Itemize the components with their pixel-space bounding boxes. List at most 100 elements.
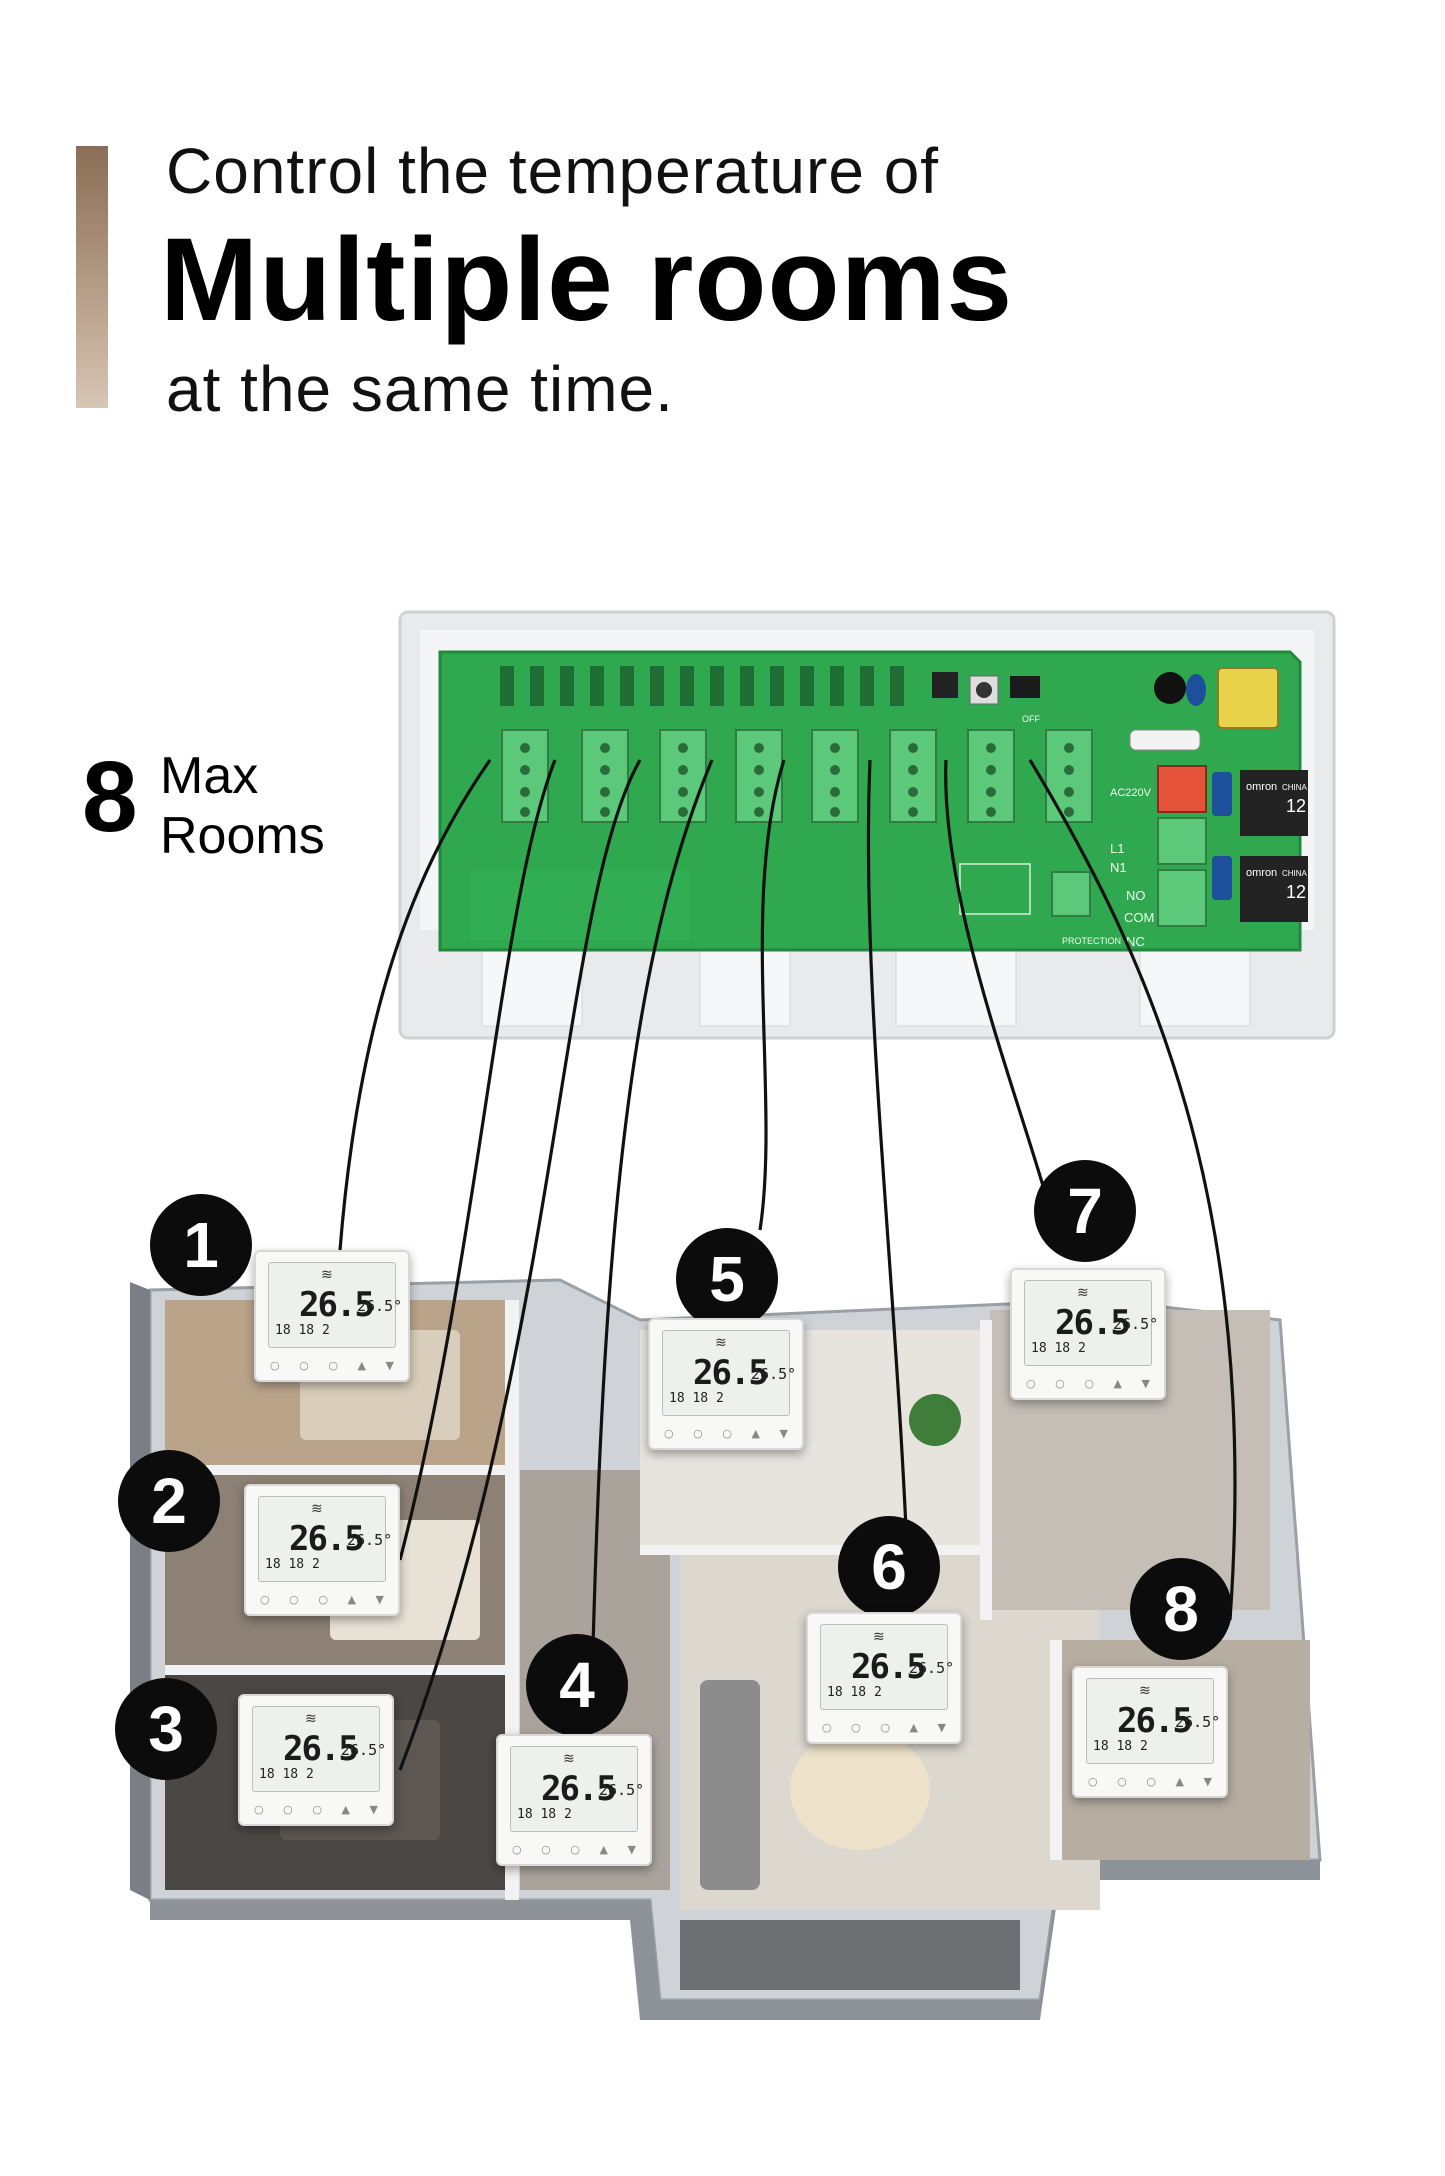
svg-text:12: 12 [1286,796,1306,816]
room-4-badge: 4 [526,1634,628,1736]
thermostat-room-5: ≋ 26.5 26.5° 18 18 2 ○○○▲▼ [648,1318,804,1450]
thermostat-screen: ≋ 26.5 26.5° 18 18 2 [258,1496,392,1582]
thermostat-screen: ≋ 26.5 26.5° 18 18 2 [268,1262,402,1348]
heat-waves-icon: ≋ [311,1501,323,1517]
max-rooms-number: 8 [82,741,138,853]
thermostat-buttons: ○○○▲▼ [822,1721,946,1734]
current-temp: 26.5 [1055,1303,1131,1343]
down-icon: ▼ [937,1721,946,1734]
power-icon: ○ [1026,1377,1036,1390]
sub-display: 18 18 2 [259,1767,314,1782]
clock-icon: ○ [722,1427,732,1440]
mode-icon: ○ [1055,1377,1065,1390]
headline-line-2: Multiple rooms [160,214,1014,346]
mode-icon: ○ [851,1721,861,1734]
svg-text:12: 12 [1286,882,1306,902]
accent-bar [76,146,108,408]
up-icon: ▲ [1175,1775,1184,1788]
thermostat-buttons: ○○○▲▼ [254,1803,378,1816]
svg-text:PROTECTION: PROTECTION [1062,936,1121,946]
room-3-badge: 3 [115,1678,217,1780]
clock-icon: ○ [1084,1377,1094,1390]
thermostat-room-2: ≋ 26.5 26.5° 18 18 2 ○○○▲▼ [244,1484,400,1616]
thermostat-screen: ≋ 26.5 26.5° 18 18 2 [820,1624,954,1710]
power-icon: ○ [822,1721,832,1734]
clock-icon: ○ [328,1359,338,1372]
down-icon: ▼ [1203,1775,1212,1788]
set-temp: 26.5° [357,1297,403,1315]
svg-text:COM: COM [1124,910,1154,925]
thermostat-room-4: ≋ 26.5 26.5° 18 18 2 ○○○▲▼ [496,1734,652,1866]
thermostat-buttons: ○ ○ ○ ▲ ▼ [1088,1775,1212,1788]
thermostat-room-6: ≋ 26.5 26.5° 18 18 2 ○○○▲▼ [806,1612,962,1744]
down-icon: ▼ [1141,1377,1150,1390]
thermostat-screen: ≋ 26.5 26.5° 18 18 2 [1086,1678,1220,1764]
current-temp: 26.5 [693,1353,769,1393]
thermostat-room-3: ≋ 26.5 26.5° 18 18 2 ○○○▲▼ [238,1694,394,1826]
svg-text:CHINA: CHINA [1282,783,1308,792]
up-icon: ▲ [341,1803,350,1816]
svg-text:omron: omron [1246,867,1277,879]
heat-waves-icon: ≋ [563,1751,575,1767]
thermostat-buttons: ○ ○ ○ ▲ ▼ [270,1359,394,1372]
power-icon: ○ [664,1427,674,1440]
headline-line-1: Control the temperature of [166,135,940,207]
clock-icon: ○ [318,1593,328,1606]
room-1-badge: 1 [150,1194,252,1296]
sub-display: 18 18 2 [265,1557,320,1572]
up-icon: ▲ [347,1593,356,1606]
svg-text:CHINA: CHINA [1282,869,1308,878]
power-icon: ○ [1088,1775,1098,1788]
mode-icon: ○ [299,1359,309,1372]
up-icon: ▲ [599,1843,608,1856]
heat-waves-icon: ≋ [873,1629,885,1645]
wires [338,759,1237,1771]
thermostat-room-1: ≋ 26.5 26.5° 18 18 2 ○ ○ ○ ▲ ▼ [254,1250,410,1382]
room-6-badge: 6 [838,1516,940,1618]
thermostat-screen: ≋ 26.5 26.5° 18 18 2 [252,1706,386,1792]
thermostat-screen: ≋ 26.5 26.5° 18 18 2 [662,1330,796,1416]
mode-icon: ○ [1117,1775,1127,1788]
svg-text:N1: N1 [1110,860,1127,875]
room-7-badge: 7 [1034,1160,1136,1262]
down-icon: ▼ [385,1359,394,1372]
thermostat-room-8: ≋ 26.5 26.5° 18 18 2 ○ ○ ○ ▲ ▼ [1072,1666,1228,1798]
current-temp: 26.5 [1117,1701,1193,1741]
sub-display: 18 18 2 [1093,1739,1148,1754]
clock-icon: ○ [570,1843,580,1856]
svg-text:AC220V: AC220V [1110,787,1152,799]
thermostat-buttons: ○○○▲▼ [260,1593,384,1606]
set-temp: 26.5° [341,1741,387,1759]
clock-icon: ○ [1146,1775,1156,1788]
power-icon: ○ [512,1843,522,1856]
thermostat-screen: ≋ 26.5 26.5° 18 18 2 [1024,1280,1158,1366]
set-temp: 26.5° [1175,1713,1221,1731]
heat-waves-icon: ≋ [1139,1683,1151,1699]
circuit-board: AC220V L1 N1 NO COM NC PROTECTION OFF om… [438,650,1308,952]
power-icon: ○ [260,1593,270,1606]
max-rooms-label-2: Rooms [160,807,325,865]
set-temp: 26.5° [909,1659,955,1677]
heat-waves-icon: ≋ [305,1711,317,1727]
down-icon: ▼ [627,1843,636,1856]
sub-display: 18 18 2 [827,1685,882,1700]
down-icon: ▼ [369,1803,378,1816]
current-temp: 26.5 [851,1647,927,1687]
current-temp: 26.5 [299,1285,375,1325]
thermostat-buttons: ○○○▲▼ [512,1843,636,1856]
sub-display: 18 18 2 [275,1323,330,1338]
up-icon: ▲ [1113,1377,1122,1390]
svg-text:L1: L1 [1110,841,1124,856]
power-icon: ○ [270,1359,280,1372]
current-temp: 26.5 [283,1729,359,1769]
room-2-badge: 2 [118,1450,220,1552]
thermostat-room-7: ≋ 26.5 26.5° 18 18 2 ○ ○ ○ ▲ ▼ [1010,1268,1166,1400]
sub-display: 18 18 2 [517,1807,572,1822]
mode-icon: ○ [283,1803,293,1816]
svg-text:NO: NO [1126,888,1146,903]
thermostat-screen: ≋ 26.5 26.5° 18 18 2 [510,1746,644,1832]
mode-icon: ○ [289,1593,299,1606]
up-icon: ▲ [357,1359,366,1372]
room-5-badge: 5 [676,1228,778,1330]
